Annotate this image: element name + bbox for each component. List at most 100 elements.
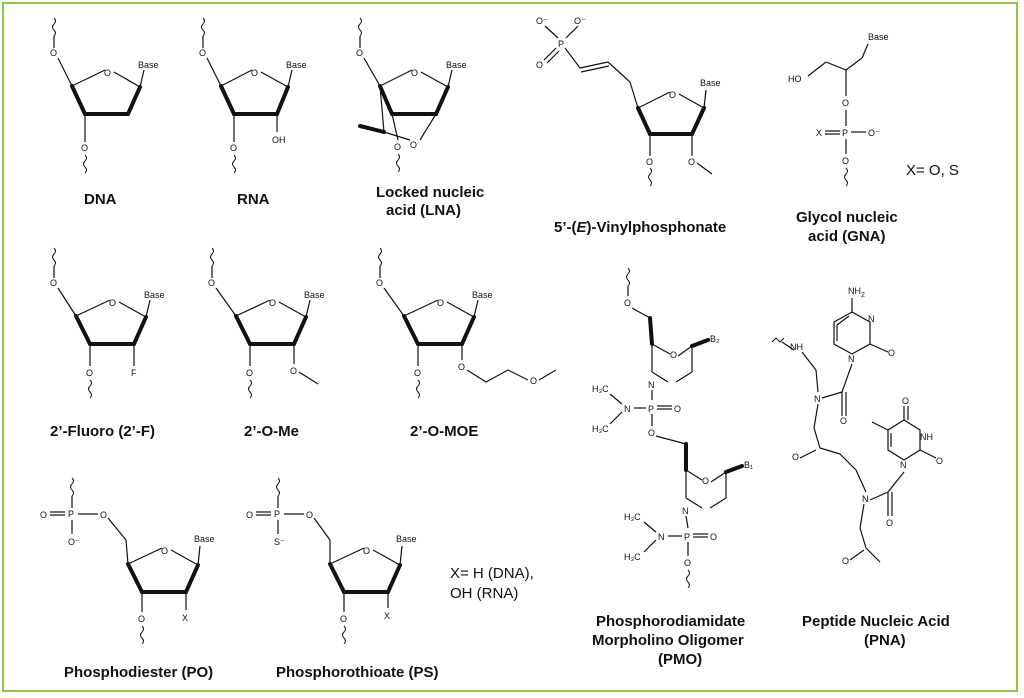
fluoro-structure: O O Base O F [50,247,165,399]
svg-text:P: P [648,404,654,414]
phosphorothioate-structure: P O S⁻ O O Base O X [246,477,417,645]
moe-structure: O O Base O O O [376,247,557,399]
svg-text:O: O [340,614,347,624]
pna-label-line2: (PNA) [864,632,906,649]
svg-text:O: O [842,556,849,566]
svg-text:H₃C: H₃C [592,424,609,434]
svg-text:P: P [274,509,280,519]
svg-text:O: O [710,532,717,542]
svg-text:O: O [458,362,465,372]
svg-text:O: O [902,396,909,406]
dna-structure: O O Base O [50,17,159,174]
svg-text:X: X [182,613,188,623]
svg-text:P: P [558,39,564,49]
gna-x-note: X= O, S [906,162,959,179]
svg-text:Base: Base [144,290,165,300]
svg-text:O: O [246,368,253,378]
svg-text:Base: Base [194,534,215,544]
svg-text:O: O [669,90,676,100]
svg-text:O: O [674,404,681,414]
svg-text:Base: Base [396,534,417,544]
svg-text:O: O [936,456,943,466]
svg-text:N: N [682,506,689,516]
pmo-label-line3: (PMO) [658,651,702,668]
svg-text:O: O [376,278,383,288]
x-note-line2: OH (RNA) [450,585,518,602]
svg-text:O⁻: O⁻ [574,16,586,26]
vinylphosphonate-label: 5’-(E)-Vinylphosphonate [554,219,726,236]
pna-label-line1: Peptide Nucleic Acid [802,613,950,630]
svg-text:O: O [684,558,691,568]
svg-text:X: X [384,611,390,621]
svg-text:O⁻: O⁻ [536,16,548,26]
svg-text:N: N [848,354,855,364]
svg-text:O: O [199,48,206,58]
phosphodiester-label: Phosphodiester (PO) [64,664,213,681]
fluoro-label: 2’-Fluoro (2’-F) [50,423,155,440]
svg-text:O: O [251,68,258,78]
svg-text:O: O [792,452,799,462]
svg-text:Base: Base [286,60,307,70]
svg-text:X: X [816,128,822,138]
moe-label: 2’-O-MOE [410,423,478,440]
phosphodiester-structure: P O O⁻ O O Base O X [40,477,215,645]
svg-text:Base: Base [472,290,493,300]
svg-text:O: O [269,298,276,308]
svg-text:P: P [684,532,690,542]
pmo-label-line2: Morpholino Oligomer [592,632,744,649]
svg-text:O: O [306,510,313,520]
svg-text:O: O [394,142,401,152]
svg-text:O: O [356,48,363,58]
svg-text:N: N [658,532,665,542]
svg-text:N: N [814,394,821,404]
svg-text:O: O [840,416,847,426]
svg-text:O: O [109,298,116,308]
svg-text:O: O [208,278,215,288]
svg-text:O⁻: O⁻ [68,537,80,547]
svg-text:P: P [68,509,74,519]
svg-text:H₃C: H₃C [624,512,641,522]
svg-text:O: O [842,98,849,108]
phosphorothioate-label: Phosphorothioate (PS) [276,664,439,681]
svg-text:O: O [100,510,107,520]
dna-label: DNA [84,191,117,208]
svg-text:O: O [50,48,57,58]
svg-text:NH: NH [790,342,803,352]
svg-text:H₃C: H₃C [624,552,641,562]
svg-text:O: O [670,350,677,360]
svg-text:O: O [81,143,88,153]
svg-text:O: O [688,157,695,167]
svg-text:F: F [131,368,137,378]
svg-text:Base: Base [700,78,721,88]
svg-text:O: O [888,348,895,358]
svg-text:S⁻: S⁻ [274,537,285,547]
svg-text:O: O [886,518,893,528]
svg-text:O: O [161,546,168,556]
svg-text:O: O [842,156,849,166]
svg-text:HO: HO [788,74,802,84]
svg-text:O: O [536,60,543,70]
svg-text:O: O [104,68,111,78]
svg-text:O: O [530,376,537,386]
lna-label-line2: acid (LNA) [386,202,461,219]
lna-label-line1: Locked nucleic [376,184,484,201]
svg-text:O: O [246,510,253,520]
svg-text:B₁: B₁ [744,460,753,470]
svg-text:O: O [363,546,370,556]
svg-text:O: O [410,140,417,150]
svg-text:O: O [138,614,145,624]
svg-text:B₂: B₂ [710,334,720,344]
lna-structure: O O Base O O [356,17,467,173]
vinylphosphonate-structure: O⁻ O⁻ P O O Base O O [536,16,721,187]
svg-text:O: O [40,510,47,520]
amine-label: NH2 [848,286,865,299]
gna-label-line1: Glycol nucleic [796,209,898,226]
x-note-line1: X= H (DNA), [450,565,534,582]
svg-text:NH: NH [920,432,933,442]
svg-text:O: O [414,368,421,378]
svg-text:O: O [702,476,709,486]
svg-text:O: O [624,298,631,308]
svg-text:O: O [648,428,655,438]
